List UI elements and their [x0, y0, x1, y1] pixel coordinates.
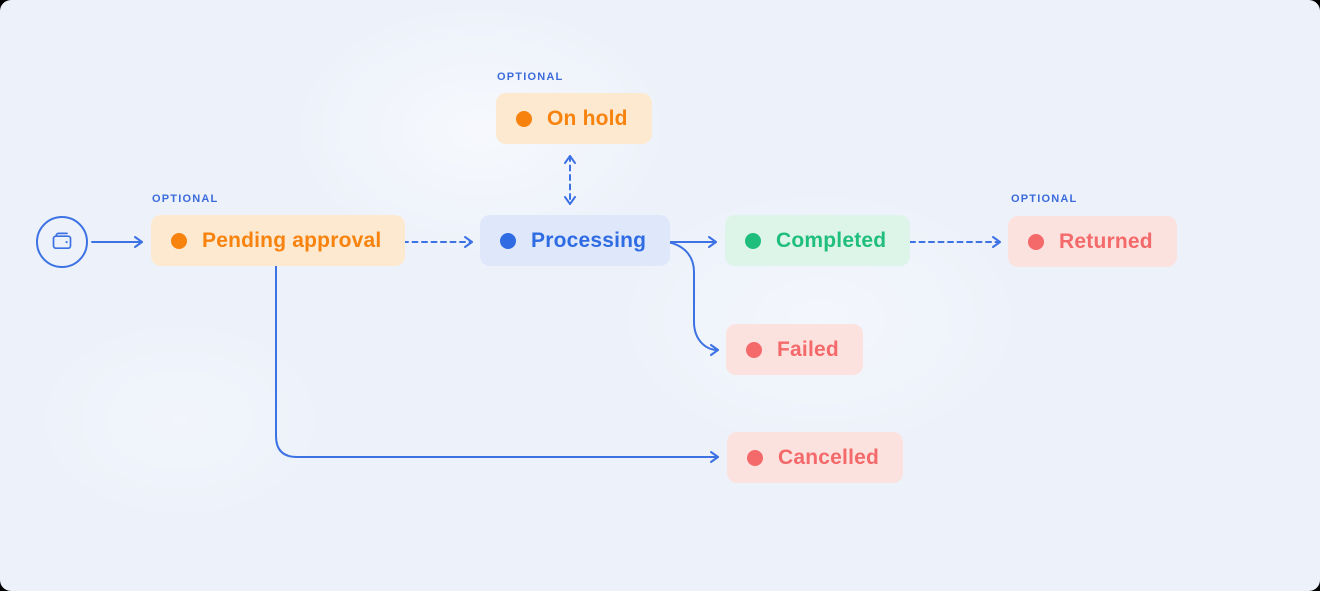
status-dot: [746, 341, 762, 358]
optional-label-on-hold: OPTIONAL: [497, 71, 564, 83]
status-label: Returned: [1059, 229, 1153, 253]
status-dot: [500, 232, 516, 249]
status-label: Completed: [776, 228, 887, 252]
status-badge-processing: Processing: [480, 215, 671, 266]
status-dot: [1028, 233, 1044, 250]
status-badge-failed: Failed: [726, 324, 863, 375]
edge-pending-to-cancelled: [275, 265, 719, 463]
status-badge-completed: Completed: [725, 215, 911, 266]
status-label: On hold: [547, 106, 628, 130]
status-badge-on-hold: On hold: [496, 93, 652, 144]
status-badge-returned: Returned: [1008, 216, 1177, 267]
optional-label-pending: OPTIONAL: [152, 193, 219, 205]
status-badge-pending-approval: Pending approval: [151, 215, 406, 266]
status-label: Processing: [531, 228, 647, 252]
status-dot: [745, 232, 761, 249]
status-dot: [516, 110, 532, 127]
status-label: Pending approval: [202, 228, 382, 252]
status-label: Cancelled: [778, 445, 880, 469]
status-dot: [747, 449, 763, 466]
start-node-circle: [36, 216, 88, 268]
wallet-icon: [52, 232, 72, 250]
status-badge-cancelled: Cancelled: [727, 432, 904, 483]
status-dot: [171, 232, 187, 249]
edge-processing-to-failed: [666, 241, 719, 356]
status-label: Failed: [777, 337, 839, 361]
optional-label-returned: OPTIONAL: [1011, 193, 1078, 205]
